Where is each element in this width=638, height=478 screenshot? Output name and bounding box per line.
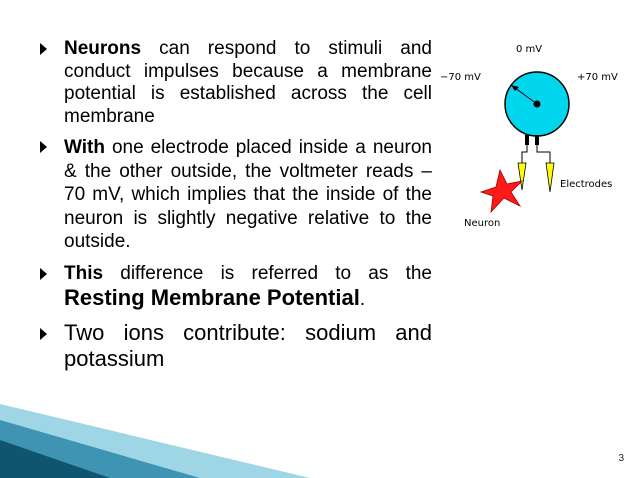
voltmeter-svg: 0 mV −70 mV +70 mV Electrodes Neuron [440,44,618,229]
bullet-electrode: With one electrode placed inside a neuro… [40,136,432,254]
bullet-tail: . [359,288,366,310]
neuron-label: Neuron [464,218,500,229]
bullet-difference: This difference is referred to as the Re… [40,262,432,312]
bullet-arrow-icon [40,267,47,280]
bullet-neurons: Neurons can respond to stimuli and condu… [40,38,432,128]
terminal-left [525,135,529,145]
corner-decoration [0,398,310,478]
page-number: 3 [618,453,624,464]
bullet-text: difference is referred to as the [103,262,432,284]
electrode-inside [517,162,527,191]
bullet-lead: This [64,262,104,284]
bullet-text: can respond to stimuli and conduct impul… [64,38,432,127]
bullet-text: one electrode placed inside a neuron & t… [64,137,432,252]
bullet-lead: Neurons [64,38,142,59]
wire-left [521,145,528,163]
voltmeter-diagram: 0 mV −70 mV +70 mV Electrodes Neuron [440,40,630,240]
zero-mv-label: 0 mV [516,44,542,55]
electrodes-label: Electrodes [560,179,612,190]
minus-mv-label: −70 mV [440,72,481,83]
electrode-outside [545,162,555,193]
swoosh-dark [0,440,110,478]
needle-arrow-icon [511,85,519,91]
bullet-arrow-icon [40,327,47,340]
bullet-arrow-icon [40,43,47,55]
bullet-list: Neurons can respond to stimuli and condu… [40,38,432,372]
wire-right [536,145,551,163]
needle-pivot [533,100,541,108]
plus-mv-label: +70 mV [577,72,618,83]
bullet-text: Two ions contribute: sodium and potassiu… [64,319,432,371]
bullet-emphasis: Resting Membrane Potential [64,284,360,310]
neuron-shape [479,168,524,214]
bullet-lead: With [64,137,105,158]
bullet-arrow-icon [40,141,47,153]
corner-swoosh-svg [0,404,310,478]
bullet-ions: Two ions contribute: sodium and potassiu… [40,320,432,372]
terminal-right [535,135,539,145]
